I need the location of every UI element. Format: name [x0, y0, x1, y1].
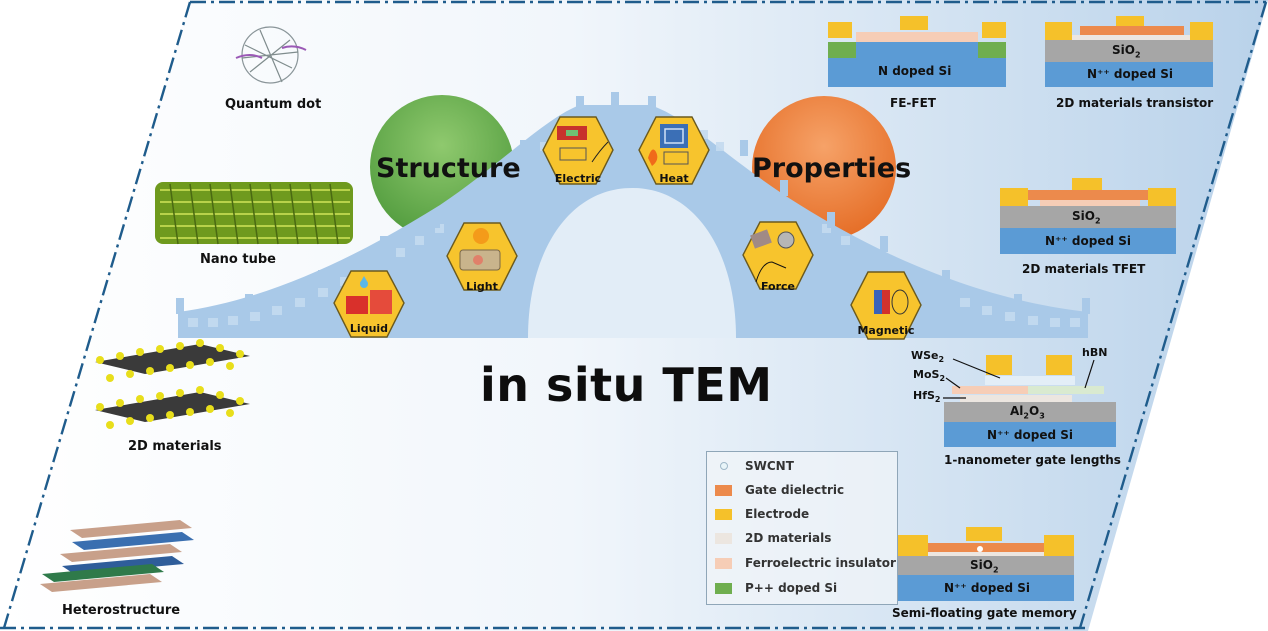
heat-hexagon — [638, 116, 710, 185]
legend-item-2d-materials: 2D materials — [715, 528, 831, 548]
transistor-caption: 2D materials transistor — [1056, 96, 1214, 110]
stimulus-label-heat: Heat — [659, 172, 689, 185]
tfet-substrate-label: N⁺⁺ doped Si — [1045, 234, 1131, 248]
gate1nm-caption: 1-nanometer gate lengths — [944, 453, 1121, 467]
hbn-label: hBN — [1082, 346, 1108, 359]
gate1nm-substrate-label: N⁺⁺ doped Si — [987, 428, 1073, 442]
transistor-device — [1045, 16, 1213, 87]
transistor-oxide-text: SiO — [1112, 43, 1135, 57]
stimulus-label-liquid: Liquid — [349, 322, 389, 335]
heterostructure-image — [40, 520, 194, 592]
legend-item-gate-dielectric: Gate dielectric — [715, 480, 844, 500]
stimulus-label-magnetic: Magnetic — [857, 324, 915, 337]
fefet-substrate-label: N doped Si — [878, 64, 952, 78]
material-label-nano-tube: Nano tube — [200, 252, 276, 267]
tfet-oxide-text: SiO — [1072, 209, 1095, 223]
memory-caption: Semi-floating gate memory — [892, 606, 1077, 620]
magnetic-hexagon — [850, 271, 922, 340]
memory-oxide-label: SiO2 — [970, 558, 999, 574]
nano-tube-image — [155, 182, 353, 245]
material-label-2d-materials: 2D materials — [128, 439, 222, 454]
main-title: in situ TEM — [480, 358, 773, 412]
mos2-text: MoS — [913, 368, 940, 381]
legend-item-p-doped-si: P++ doped Si — [715, 578, 837, 598]
fefet-device — [828, 16, 1006, 87]
material-label-quantum-dot: Quantum dot — [225, 97, 322, 112]
stimulus-label-light: Light — [466, 280, 498, 293]
liquid-hexagon — [333, 270, 405, 338]
wse2-text: WSe — [911, 349, 939, 362]
tfet-oxide-sub: 2 — [1094, 216, 1101, 226]
gate1nm-oxide-sub2: 3 — [1039, 411, 1045, 421]
light-hexagon — [446, 222, 518, 291]
hfs2-sub: 2 — [934, 395, 941, 405]
2d-materials-image — [95, 339, 250, 429]
legend-label-2d-materials: 2D materials — [745, 531, 832, 545]
gate1nm-oxide-label: Al2O3 — [1010, 404, 1045, 420]
electric-hexagon — [542, 116, 614, 185]
legend-item-electrode: Electrode — [715, 504, 809, 524]
legend-swatch-electrode — [715, 508, 732, 520]
transistor-substrate-label: N⁺⁺ doped Si — [1087, 67, 1173, 81]
legend-label-gate-dielectric: Gate dielectric — [745, 483, 845, 497]
gate1nm-oxide-sub1: 2 — [1023, 411, 1029, 421]
transistor-oxide-sub: 2 — [1134, 50, 1141, 60]
memory-device — [898, 527, 1074, 601]
legend-swatch-swcnt — [715, 461, 732, 472]
legend-item-swcnt: SWCNT — [715, 456, 794, 476]
legend-label-swcnt: SWCNT — [745, 459, 794, 473]
legend-label-electrode: Electrode — [745, 507, 810, 521]
quantum-dot-image — [235, 26, 307, 84]
gate-1nm-device — [943, 355, 1116, 447]
fefet-caption: FE-FET — [890, 96, 936, 110]
memory-oxide-text: SiO — [970, 558, 993, 572]
legend: SWCNT Gate dielectric Electrode 2D mater… — [706, 451, 898, 605]
wse2-label: WSe2 — [911, 349, 944, 364]
transistor-oxide-label: SiO2 — [1112, 43, 1141, 59]
legend-swatch-ferroelectric — [715, 557, 732, 569]
structure-label: Structure — [376, 153, 521, 184]
stimulus-label-force: Force — [760, 280, 796, 293]
tfet-oxide-label: SiO2 — [1072, 209, 1101, 225]
legend-label-p-doped-si: P++ doped Si — [745, 581, 838, 595]
memory-substrate-label: N⁺⁺ doped Si — [944, 581, 1030, 595]
tfet-device — [1000, 178, 1176, 254]
dashed-border-right — [1078, 1, 1268, 629]
legend-swatch-gate-dielectric — [715, 484, 732, 496]
legend-label-ferroelectric: Ferroelectric insulator — [745, 556, 896, 570]
hfs2-text: HfS — [913, 389, 935, 402]
bridge — [176, 92, 1090, 338]
legend-swatch-2d-materials — [715, 532, 732, 544]
material-label-heterostructure: Heterostructure — [62, 603, 181, 618]
mos2-sub: 2 — [939, 374, 946, 384]
dashed-border-left — [2, 1, 192, 629]
stimulus-label-electric: Electric — [554, 172, 602, 185]
force-hexagon — [742, 221, 814, 290]
wse2-sub: 2 — [938, 355, 945, 365]
properties-label: Properties — [752, 153, 912, 184]
mos2-label: MoS2 — [913, 368, 945, 383]
gate1nm-oxide-text1: Al — [1010, 404, 1024, 418]
legend-item-ferroelectric: Ferroelectric insulator — [715, 553, 896, 573]
hfs2-label: HfS2 — [913, 389, 941, 404]
gate1nm-oxide-text2: O — [1028, 404, 1040, 418]
legend-swatch-p-doped-si — [715, 582, 732, 594]
memory-oxide-sub: 2 — [992, 565, 999, 575]
tfet-caption: 2D materials TFET — [1022, 262, 1146, 276]
